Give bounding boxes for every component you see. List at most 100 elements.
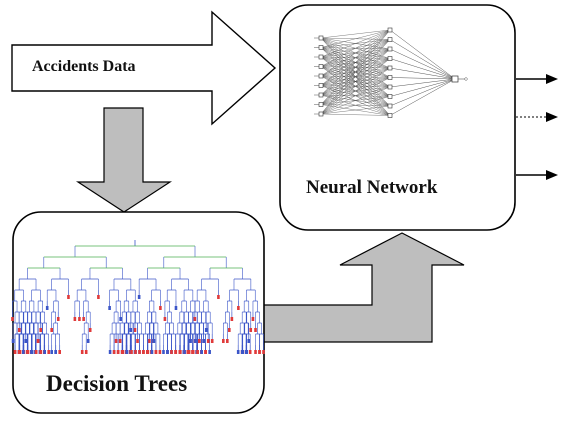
nn-hidden-node — [387, 46, 393, 52]
decision-tree-graphic — [11, 240, 265, 354]
tree-leaf — [163, 317, 167, 321]
tree-leaf — [11, 339, 15, 343]
tree-leaf — [67, 295, 70, 299]
nn-hidden-node — [387, 94, 393, 99]
decision-trees-box — [12, 211, 265, 414]
tree-leaf — [47, 350, 50, 354]
input-to-dt-arrow — [75, 107, 173, 213]
nn-output-node — [451, 75, 459, 83]
tree-leaf — [204, 350, 207, 354]
tree-leaf — [108, 306, 111, 310]
tree-leaf — [136, 339, 139, 343]
tree-leaf — [258, 350, 261, 354]
tree-leaf — [249, 328, 253, 332]
tree-leaf — [22, 350, 25, 354]
tree-leaf — [56, 317, 60, 321]
output-arrow-1 — [516, 74, 558, 84]
neural-network-graphic — [314, 27, 468, 118]
nn-hidden-node — [387, 84, 393, 90]
dt-to-nn-arrow — [241, 232, 465, 343]
nn-input-node — [318, 83, 324, 88]
tree-leaf — [193, 317, 197, 321]
tree-leaf — [222, 339, 225, 343]
tree-leaf — [247, 339, 251, 343]
nn-input-node — [318, 111, 324, 117]
tree-leaf — [162, 350, 165, 354]
neural-network-box — [279, 4, 516, 231]
tree-leaf — [34, 350, 38, 354]
tree-leaf — [133, 328, 137, 332]
tree-leaf — [11, 317, 14, 321]
tree-leaf — [73, 317, 77, 321]
tree-leaf — [236, 350, 240, 354]
decision-trees-label: Decision Trees — [46, 371, 188, 396]
tree-leaf — [198, 339, 201, 343]
tree-leaf — [138, 350, 141, 354]
output-arrow-3 — [516, 170, 558, 180]
tree-leaf — [119, 317, 122, 321]
tree-leaf — [39, 328, 42, 332]
tree-leaf — [251, 317, 255, 321]
nn-hidden-node — [387, 113, 393, 118]
tree-leaf — [30, 350, 34, 354]
tree-leaf — [134, 350, 137, 354]
tree-leaf — [179, 350, 182, 354]
tree-leaf — [254, 350, 257, 354]
input-arrow — [11, 10, 277, 126]
tree-leaf — [50, 328, 53, 332]
tree-leaf — [78, 317, 81, 321]
tree-leaf — [187, 350, 191, 354]
tree-leaf — [210, 339, 214, 343]
tree-leaf — [230, 317, 234, 321]
nn-hidden-node — [387, 103, 393, 109]
tree-leaf — [189, 339, 192, 343]
nn-hidden-node — [387, 56, 393, 61]
tree-leaf — [183, 350, 186, 354]
tree-leaf — [194, 339, 197, 343]
tree-leaf — [82, 317, 85, 321]
tree-leaf — [206, 339, 210, 343]
tree-leaf — [86, 339, 90, 343]
tree-leaf — [108, 350, 112, 354]
tree-leaf — [200, 350, 203, 354]
tree-leaf — [26, 350, 30, 354]
nn-input-node — [318, 64, 324, 69]
tree-leaf — [18, 350, 22, 354]
tree-leaf — [17, 328, 21, 332]
tree-leaf — [146, 350, 150, 354]
tree-leaf — [43, 350, 46, 354]
tree-leaf — [121, 350, 125, 354]
tree-leaf — [174, 306, 178, 310]
tree-leaf — [129, 328, 133, 332]
tree-leaf — [137, 295, 141, 299]
tree-leaf — [217, 295, 220, 299]
tree-leaf — [130, 350, 133, 354]
tree-leaf — [208, 350, 211, 354]
tree-leaf — [24, 339, 28, 343]
tree-leaf — [13, 350, 17, 354]
tree-leaf — [191, 350, 195, 354]
tree-leaf — [125, 350, 129, 354]
tree-leaf — [159, 306, 162, 310]
tree-leaf — [50, 350, 53, 354]
tree-leaf — [54, 350, 57, 354]
tree-leaf — [166, 350, 169, 354]
tree-leaf — [262, 350, 265, 354]
accidents-data-label: Accidents Data — [32, 58, 136, 75]
tree-leaf — [118, 339, 122, 343]
tree-leaf — [237, 306, 240, 310]
tree-leaf — [150, 350, 154, 354]
tree-leaf — [196, 350, 199, 354]
tree-leaf — [116, 350, 120, 354]
tree-leaf — [112, 350, 116, 354]
tree-leaf — [226, 339, 229, 343]
nn-hidden-node — [387, 65, 393, 71]
tree-leaf — [142, 350, 145, 354]
tree-leaf — [254, 328, 257, 332]
tree-leaf — [248, 350, 252, 354]
neural-network-label: Neural Network — [306, 177, 438, 198]
tree-leaf — [45, 306, 49, 310]
tree-leaf — [245, 350, 249, 354]
